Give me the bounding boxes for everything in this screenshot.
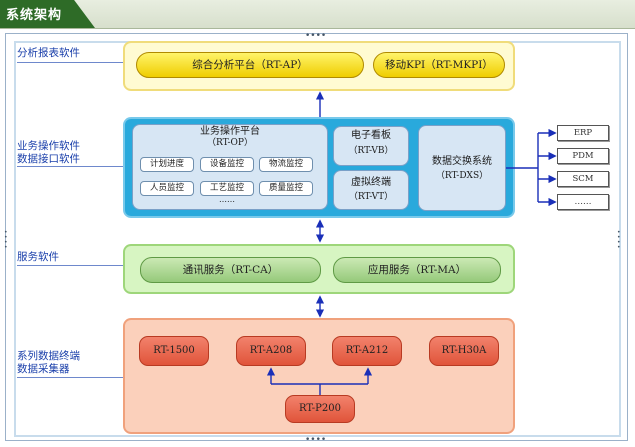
left-resize-handle[interactable]: •••• bbox=[4, 229, 8, 251]
device-rt-h30a[interactable]: RT-H30A bbox=[429, 336, 499, 366]
module-personnel-monitor[interactable]: 人员监控 bbox=[140, 181, 194, 196]
module-logistics-monitor[interactable]: 物流监控 bbox=[259, 157, 313, 172]
virtual-terminal-title: 虚拟终端 bbox=[351, 177, 391, 188]
header-bar bbox=[0, 0, 635, 29]
data-exchange-title: 数据交换系统 bbox=[432, 156, 492, 167]
top-resize-handle[interactable]: •••• bbox=[305, 31, 327, 41]
virtual-terminal-box[interactable]: 虚拟终端 （RT-VT） bbox=[333, 170, 409, 210]
virtual-terminal-code: （RT-VT） bbox=[348, 192, 394, 202]
label-ops-layer-line1: 业务操作软件 bbox=[17, 140, 80, 152]
comm-service-node[interactable]: 通讯服务（RT-CA） bbox=[140, 257, 321, 283]
operation-platform-code: （RT-OP） bbox=[207, 138, 253, 148]
external-scm[interactable]: SCM bbox=[557, 171, 609, 187]
analysis-platform-node[interactable]: 综合分析平台（RT-AP） bbox=[136, 52, 364, 78]
page-title: 系统架构 bbox=[6, 8, 63, 23]
external-pdm[interactable]: PDM bbox=[557, 148, 609, 164]
module-plan-progress[interactable]: 计划进度 bbox=[140, 157, 194, 172]
operation-platform-title: 业务操作平台 bbox=[200, 126, 260, 137]
electronic-board-title: 电子看板 bbox=[351, 130, 391, 141]
label-ops-line bbox=[17, 166, 125, 167]
device-rt-a212[interactable]: RT-A212 bbox=[332, 336, 402, 366]
mobile-kpi-node[interactable]: 移动KPI（RT-MKPI） bbox=[373, 52, 505, 78]
bottom-resize-handle[interactable]: •••• bbox=[305, 435, 327, 445]
label-service-layer: 服务软件 bbox=[17, 251, 59, 263]
device-rt-a208[interactable]: RT-A208 bbox=[236, 336, 306, 366]
module-quality-monitor[interactable]: 质量监控 bbox=[259, 181, 313, 196]
label-ops-layer-line2: 数据接口软件 bbox=[17, 153, 80, 165]
electronic-board-box[interactable]: 电子看板 （RT-VB） bbox=[333, 126, 409, 166]
label-collector-layer-line2: 数据采集器 bbox=[17, 363, 70, 375]
hub-stem bbox=[271, 383, 368, 395]
module-more: …… bbox=[219, 195, 235, 204]
label-collector-layer-line1: 系列数据终端 bbox=[17, 350, 80, 362]
external-more[interactable]: …… bbox=[557, 194, 609, 210]
module-equipment-monitor[interactable]: 设备监控 bbox=[200, 157, 254, 172]
label-collector-line bbox=[17, 377, 125, 378]
module-process-monitor[interactable]: 工艺监控 bbox=[200, 181, 254, 196]
right-resize-handle[interactable]: •••• bbox=[617, 229, 621, 251]
exchange-trunk bbox=[506, 133, 539, 202]
label-service-line bbox=[17, 265, 125, 266]
data-exchange-code: （RT-DXS） bbox=[435, 171, 489, 181]
label-analysis-layer: 分析报表软件 bbox=[17, 47, 80, 59]
device-rt-1500[interactable]: RT-1500 bbox=[139, 336, 209, 366]
electronic-board-code: （RT-VB） bbox=[348, 146, 394, 156]
data-exchange-box[interactable]: 数据交换系统 （RT-DXS） bbox=[418, 125, 506, 211]
app-service-node[interactable]: 应用服务（RT-MA） bbox=[333, 257, 501, 283]
device-rt-p200[interactable]: RT-P200 bbox=[285, 395, 355, 423]
external-erp[interactable]: ERP bbox=[557, 125, 609, 141]
label-analysis-line bbox=[17, 62, 125, 63]
